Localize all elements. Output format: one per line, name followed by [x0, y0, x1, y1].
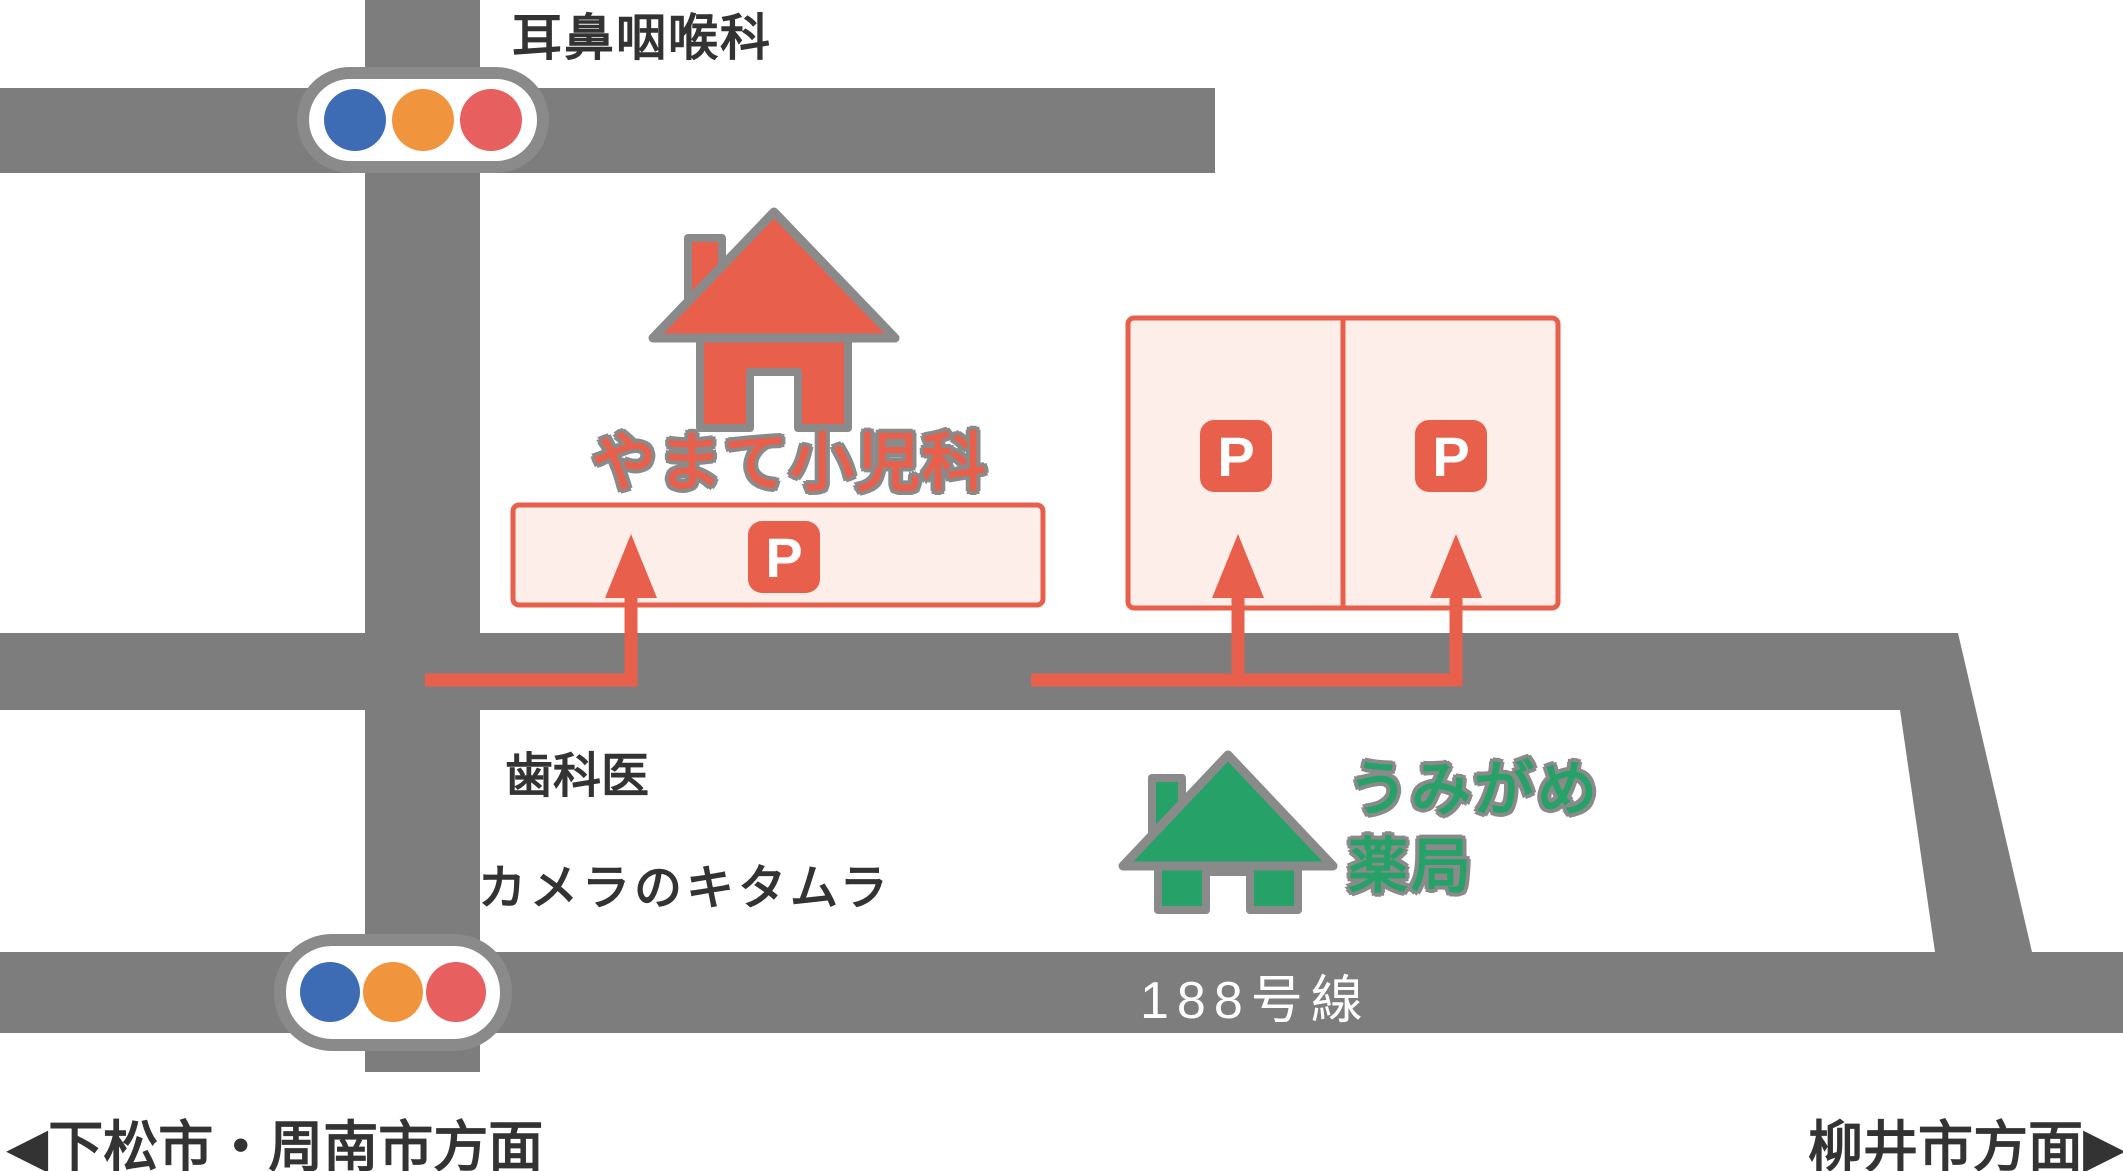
signal-yellow-light	[392, 89, 454, 151]
house-roof	[1118, 750, 1338, 871]
route-188-label: 188号線	[1140, 972, 1371, 1030]
house-body	[696, 326, 852, 432]
signal-red-light	[460, 89, 522, 151]
house-roof	[648, 207, 900, 343]
parking-letter: P	[1217, 425, 1254, 488]
route-arrow-left	[425, 580, 638, 687]
arrowhead-icon	[1430, 534, 1482, 598]
landmark-top-label: 耳鼻咽喉科	[512, 10, 772, 66]
direction-right-label: 柳井市方面▶	[1808, 1116, 2123, 1171]
signal-red-light	[426, 962, 486, 1022]
pharmacy-house-icon	[1118, 750, 1338, 914]
direction-left-label: ◀下松市・周南市方面	[6, 1116, 544, 1171]
signal-blue-light	[324, 89, 386, 151]
pharmacy-name-line1: うみがめ	[1348, 756, 1600, 823]
pharmacy-name-line2: 薬局	[1348, 832, 1474, 900]
parking-letter: P	[1432, 425, 1469, 488]
parking-badges: P P P	[748, 420, 1487, 593]
arrowhead-icon	[605, 534, 657, 598]
parking-letter: P	[765, 526, 802, 589]
clinic-name-label: やまて小児科	[592, 427, 988, 499]
traffic-light-icon	[274, 934, 512, 1051]
traffic-light-icon	[297, 67, 549, 173]
road-top	[0, 88, 1215, 173]
signal-yellow-light	[363, 962, 423, 1022]
roads	[0, 0, 2123, 1072]
parking-icon	[1200, 420, 1272, 492]
route-arrowheads	[605, 534, 1482, 598]
route-arrow-right	[1031, 580, 1463, 687]
signal-blue-light	[300, 962, 360, 1022]
landmark-side-label-2: カメラのキタムラ	[478, 862, 892, 915]
landmark-side-label-1: 歯科医	[505, 750, 650, 803]
pharmacy-name-label: うみがめ 薬局	[1348, 752, 1600, 906]
clinic-house-icon	[648, 207, 900, 432]
road-middle-with-diagonal	[0, 633, 2032, 952]
parking-icon	[748, 521, 820, 593]
arrowhead-icon	[1212, 534, 1264, 598]
road-vertical	[365, 0, 480, 1072]
parking-icon	[1415, 420, 1487, 492]
